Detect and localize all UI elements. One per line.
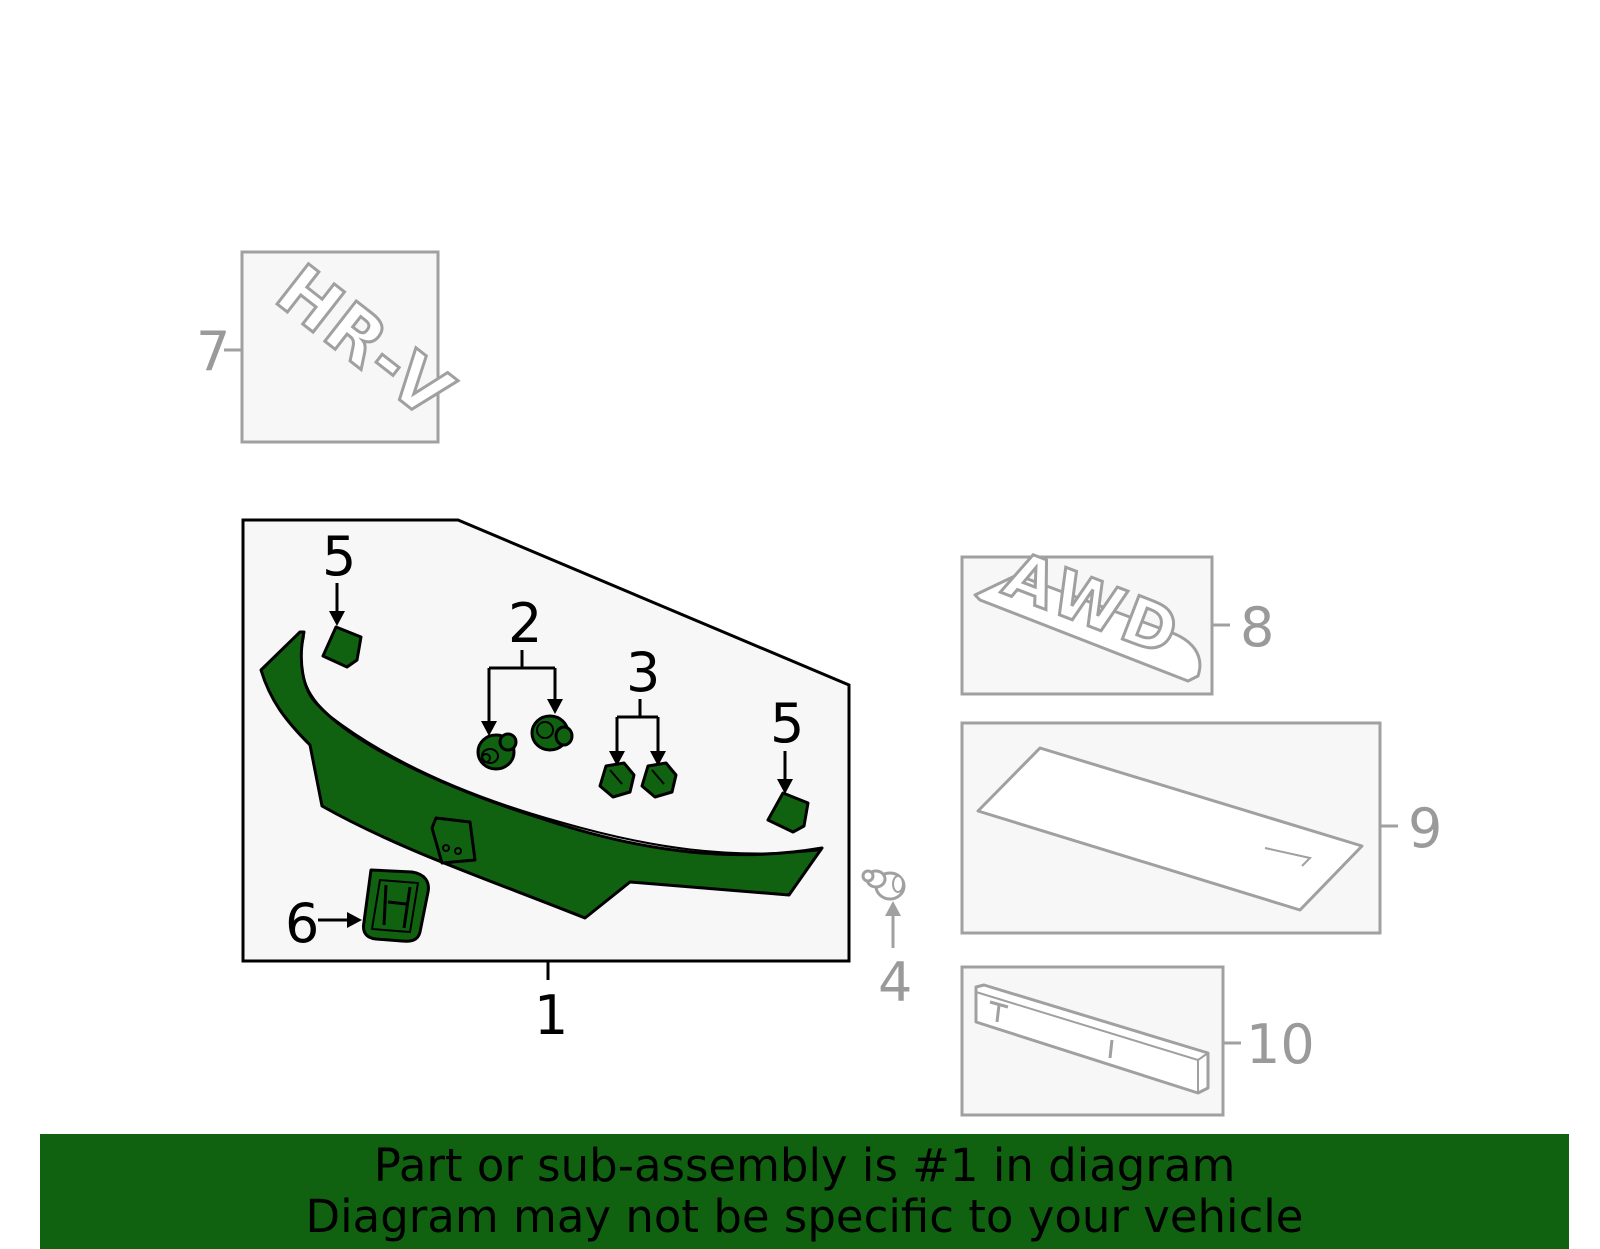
callout-5-right[interactable]: 5 xyxy=(770,692,804,755)
box-item-10[interactable] xyxy=(960,965,1225,1117)
clip-part-5-left[interactable] xyxy=(321,625,363,669)
bracket-3 xyxy=(615,699,660,752)
banner-line-1: Part or sub-assembly is #1 in diagram xyxy=(373,1139,1236,1192)
camera-plate xyxy=(430,816,477,865)
arrowhead-5-right xyxy=(777,779,793,794)
callout-10[interactable]: 10 xyxy=(1246,1013,1315,1076)
box-item-9[interactable] xyxy=(960,721,1382,935)
callout-4[interactable]: 4 xyxy=(878,951,912,1014)
arrowhead-5-left xyxy=(329,611,345,626)
banner-line-2: Diagram may not be specific to your vehi… xyxy=(305,1190,1304,1243)
info-banner: Part or sub-assembly is #1 in diagram Di… xyxy=(40,1134,1569,1249)
arrowhead-3b xyxy=(650,751,666,766)
callout-5-left[interactable]: 5 xyxy=(322,525,356,588)
clip-part-5-right[interactable] xyxy=(766,791,810,834)
arrowhead-2a xyxy=(481,721,497,736)
rear-garnish-part[interactable] xyxy=(259,630,824,920)
callout-6[interactable]: 6 xyxy=(285,892,319,955)
callout-8[interactable]: 8 xyxy=(1240,596,1274,659)
nut-part-3a[interactable] xyxy=(598,761,636,799)
arrowhead-3a xyxy=(609,751,625,766)
emblem-part-6[interactable] xyxy=(362,868,430,943)
arrowhead-6 xyxy=(347,912,362,928)
callout-3[interactable]: 3 xyxy=(626,641,660,704)
box-item-8[interactable]: AWD xyxy=(960,536,1214,696)
arrowhead-2b xyxy=(547,699,563,714)
callout-1[interactable]: 1 xyxy=(534,984,568,1047)
callout-9[interactable]: 9 xyxy=(1408,797,1442,860)
nut-part-3b[interactable] xyxy=(640,761,678,799)
box-item-7[interactable]: HR-V xyxy=(240,247,470,444)
bolt-part-2b[interactable] xyxy=(530,714,574,752)
bracket-2 xyxy=(487,650,557,722)
callout-2[interactable]: 2 xyxy=(508,592,542,655)
clip-part-4[interactable] xyxy=(861,869,906,901)
bolt-part-2a[interactable] xyxy=(476,732,518,771)
arrowhead-4 xyxy=(885,901,901,916)
callout-7[interactable]: 7 xyxy=(196,320,230,383)
